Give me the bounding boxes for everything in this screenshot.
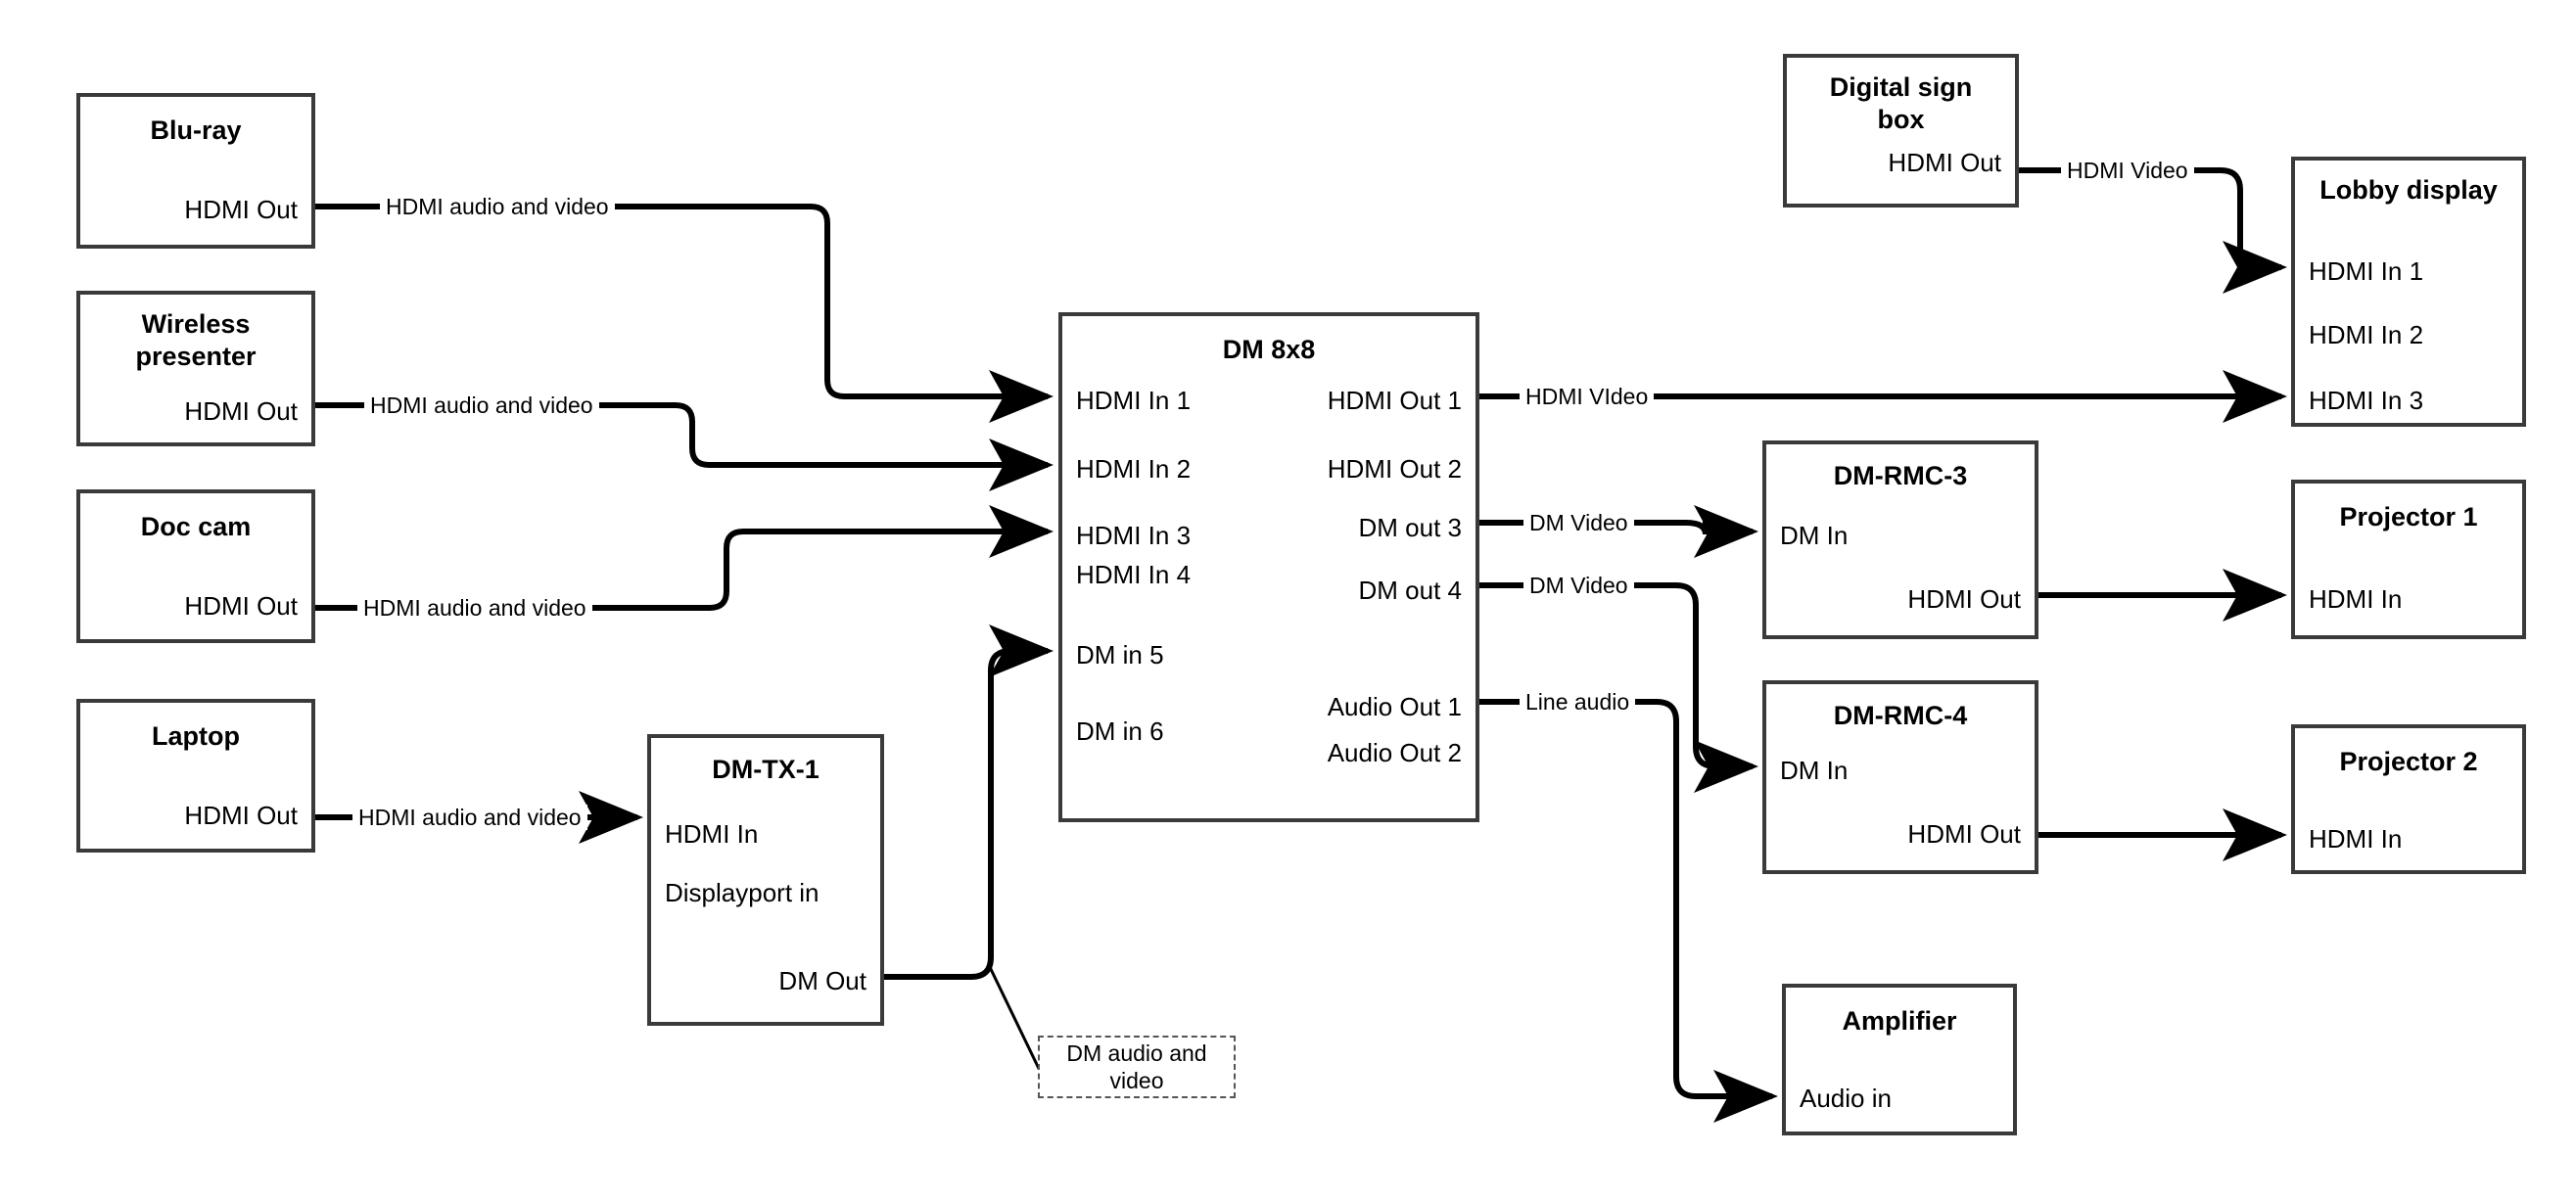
node-projector-2-title: Projector 2 [2339,747,2478,776]
port-bluray-hdmi-out[interactable]: HDMI Out [184,195,298,224]
port-rmc4-hdmi-out[interactable]: HDMI Out [1907,819,2021,849]
edge-label-bluray-to-dm: HDMI audio and video [380,194,615,219]
edge-label-dm-to-rmc4: DM Video [1523,573,1634,598]
edge-label-wireless-to-dm: HDMI audio and video [364,393,599,418]
port-dm8x8-dm-in-6[interactable]: DM in 6 [1076,716,1164,746]
port-doccam-hdmi-out[interactable]: HDMI Out [184,591,298,621]
port-rmc3-dm-in[interactable]: DM In [1780,521,1849,550]
node-doc-cam[interactable]: Doc cam HDMI Out [76,489,315,643]
node-projector-1[interactable]: Projector 1 HDMI In [2291,480,2526,639]
port-rmc3-hdmi-out[interactable]: HDMI Out [1907,584,2021,614]
node-amplifier[interactable]: Amplifier Audio in [1782,984,2017,1135]
port-laptop-hdmi-out[interactable]: HDMI Out [184,801,298,830]
node-projector-1-title: Projector 1 [2339,502,2478,531]
port-dm8x8-dm-out-3[interactable]: DM out 3 [1358,513,1463,542]
port-dm8x8-audio-out-2[interactable]: Audio Out 2 [1327,738,1462,767]
wire-dm8x8-to-rmc4 [1479,582,1758,793]
node-lobby-display[interactable]: Lobby display HDMI In 1 HDMI In 2 HDMI I… [2291,157,2526,427]
node-dm-tx-1[interactable]: DM-TX-1 HDMI In Displayport in DM Out [647,734,884,1026]
node-bluray-title: Blu-ray [150,115,242,145]
node-dm-rmc-3[interactable]: DM-RMC-3 DM In HDMI Out [1762,440,2038,639]
node-projector-2[interactable]: Projector 2 HDMI In [2291,724,2526,874]
edge-label-dm-to-rmc3: DM Video [1523,510,1634,535]
port-dm8x8-hdmi-in-1[interactable]: HDMI In 1 [1076,386,1192,415]
port-dmtx1-dm-out[interactable]: DM Out [778,966,866,995]
node-wireless-presenter-title: Wireless presenter [135,309,257,371]
port-dm8x8-hdmi-in-4[interactable]: HDMI In 4 [1076,560,1192,589]
wire-dm8x8-to-amplifier [1479,699,1778,1123]
edge-label-sign-to-lobby: HDMI Video [2061,158,2194,183]
port-lobby-hdmi-in-3[interactable]: HDMI In 3 [2309,386,2424,415]
node-laptop-title: Laptop [152,721,240,751]
edge-label-doccam-to-dm: HDMI audio and video [357,595,592,621]
node-digital-sign-box[interactable]: Digital sign box HDMI Out [1783,54,2019,208]
port-amplifier-audio-in[interactable]: Audio in [1800,1084,1892,1113]
node-amplifier-title: Amplifier [1842,1006,1957,1036]
node-bluray[interactable]: Blu-ray HDMI Out [76,93,315,249]
node-doc-cam-title: Doc cam [140,512,252,541]
node-lobby-display-title: Lobby display [2319,175,2498,205]
wire-dmtx1-to-dm8x8 [884,624,1054,980]
node-dm-rmc-4-title: DM-RMC-4 [1833,701,1968,730]
leader-line-dm-note [987,964,1045,1078]
port-rmc4-dm-in[interactable]: DM In [1780,756,1849,785]
port-dm8x8-dm-out-4[interactable]: DM out 4 [1358,576,1463,605]
port-dmtx1-displayport-in[interactable]: Displayport in [665,878,820,907]
note-dm-audio-and-video: DM audio and video [1038,1036,1236,1098]
wire-bluray-to-dm8x8 [315,204,1054,423]
node-digital-sign-box-title: Digital sign box [1829,72,1973,134]
port-lobby-hdmi-in-1[interactable]: HDMI In 1 [2309,256,2424,286]
port-dmtx1-hdmi-in[interactable]: HDMI In [665,819,759,849]
port-dm8x8-hdmi-in-3[interactable]: HDMI In 3 [1076,521,1192,550]
node-dm-rmc-3-title: DM-RMC-3 [1833,461,1968,490]
edge-label-dm-to-lobby: HDMI VIdeo [1520,384,1655,409]
edge-label-laptop-to-tx: HDMI audio and video [352,805,587,830]
node-dm-tx-1-title: DM-TX-1 [712,755,820,784]
node-dm-rmc-4[interactable]: DM-RMC-4 DM In HDMI Out [1762,680,2038,874]
port-wireless-hdmi-out[interactable]: HDMI Out [184,396,298,426]
wire-sign-to-lobby [2019,167,2287,294]
port-dm8x8-hdmi-out-1[interactable]: HDMI Out 1 [1327,386,1462,415]
port-dm8x8-audio-out-1[interactable]: Audio Out 1 [1327,692,1462,721]
node-wireless-presenter[interactable]: Wireless presenter HDMI Out [76,291,315,446]
port-lobby-hdmi-in-2[interactable]: HDMI In 2 [2309,320,2424,349]
node-laptop[interactable]: Laptop HDMI Out [76,699,315,853]
port-sign-hdmi-out[interactable]: HDMI Out [1888,148,2001,177]
node-dm-8x8[interactable]: DM 8x8 HDMI In 1 HDMI In 2 HDMI In 3 HDM… [1058,312,1479,822]
port-proj2-hdmi-in[interactable]: HDMI In [2309,824,2403,854]
node-dm-8x8-title: DM 8x8 [1222,335,1316,364]
port-dm8x8-hdmi-in-2[interactable]: HDMI In 2 [1076,454,1192,484]
edge-label-dm-to-amp: Line audio [1520,689,1636,715]
port-dm8x8-hdmi-out-2[interactable]: HDMI Out 2 [1327,454,1462,484]
port-dm8x8-dm-in-5[interactable]: DM in 5 [1076,640,1164,670]
port-proj1-hdmi-in[interactable]: HDMI In [2309,584,2403,614]
